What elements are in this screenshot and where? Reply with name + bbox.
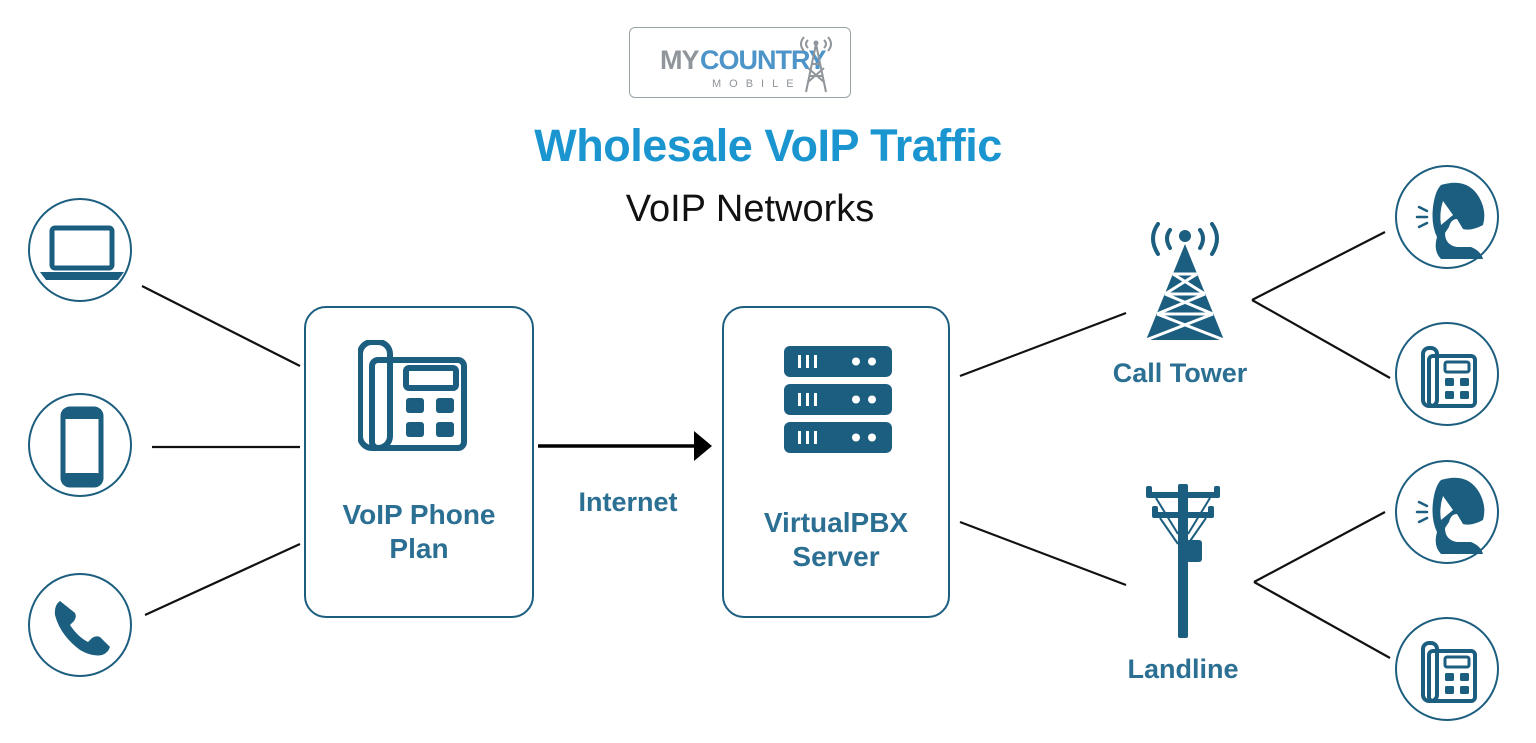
landline-label: Landline (1127, 654, 1239, 684)
voip-phone-plan-box: VoIP Phone Plan (304, 306, 534, 618)
logo-word-mobile: MOBILE (712, 78, 802, 90)
line-handset-to-plan (144, 542, 301, 617)
desk-phone-icon (1421, 346, 1477, 408)
page-title: Wholesale VoIP Traffic (534, 120, 1002, 171)
deskphone-node-1 (1395, 322, 1499, 426)
line-laptop-to-plan (141, 285, 301, 367)
phone-handset-node (28, 573, 132, 677)
virtualpbx-server-label-line1: VirtualPBX (763, 507, 909, 538)
line-server-to-tower (959, 311, 1127, 378)
voip-phone-plan-label-line1: VoIP Phone (342, 499, 496, 530)
logo-word-my: MY (660, 45, 699, 75)
caller-node-1 (1395, 165, 1499, 269)
logo-tower-icon (800, 36, 832, 93)
call-tower-label: Call Tower (1112, 358, 1248, 388)
deskphone-node-2 (1395, 617, 1499, 721)
smartphone-icon (60, 406, 104, 488)
logo-word-country: COUNTRY (700, 45, 826, 75)
server-icon (784, 346, 892, 453)
line-tower-to-person-1 (1251, 231, 1386, 301)
line-server-to-landline (959, 520, 1127, 587)
person-on-phone-icon (1415, 182, 1485, 259)
caller-node-2 (1395, 460, 1499, 564)
line-landline-to-deskphone-2 (1253, 581, 1391, 659)
call-tower-icon (1145, 222, 1225, 342)
internet-label: Internet (578, 487, 678, 517)
internet-arrow-head (694, 431, 712, 461)
utility-pole-icon (1146, 484, 1220, 638)
virtualpbx-server-label-line2: Server (792, 541, 880, 572)
desk-phone-icon (1421, 641, 1477, 703)
line-tower-to-deskphone-1 (1251, 299, 1391, 379)
person-on-phone-icon (1415, 477, 1485, 554)
smartphone-node (28, 393, 132, 497)
line-landline-to-person-2 (1253, 511, 1386, 583)
phone-handset-icon (54, 601, 110, 656)
laptop-node (28, 198, 132, 302)
virtualpbx-server-box: VirtualPBX Server (722, 306, 950, 618)
company-logo: MY COUNTRY MOBILE (629, 27, 851, 98)
laptop-icon (40, 225, 124, 280)
voip-phone-plan-label-line2: Plan (389, 533, 449, 564)
desk-phone-icon (358, 340, 467, 451)
page-subtitle: VoIP Networks (625, 188, 875, 230)
